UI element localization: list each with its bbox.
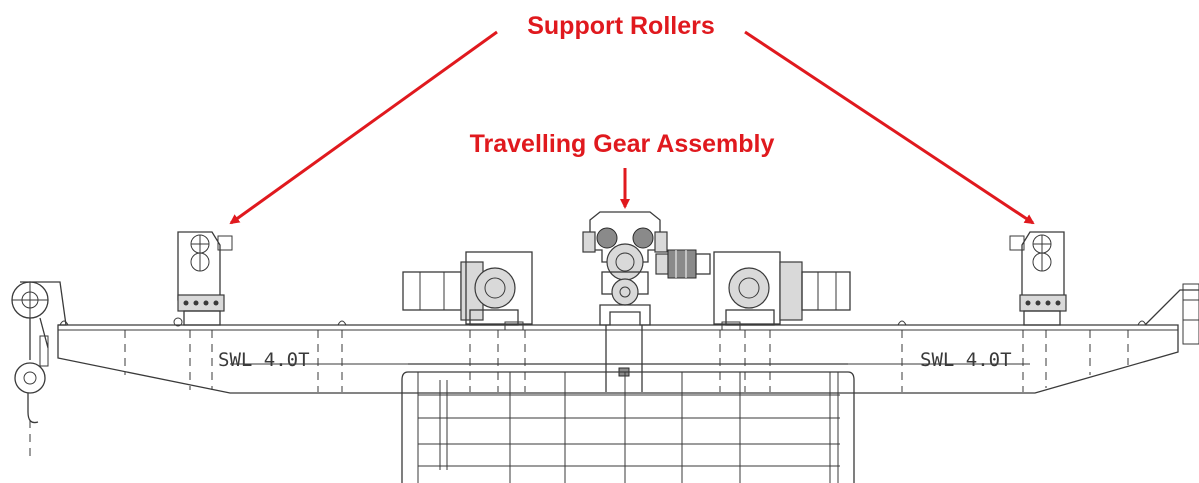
swl-label-right: SWL 4.0T [920, 349, 1012, 371]
support-rollers-label: Support Rollers [527, 12, 715, 40]
arrow-right-roller [744, 30, 1035, 225]
main-girder [57, 324, 1179, 394]
left-support-roller [173, 231, 233, 327]
right-end-assembly [1144, 283, 1199, 345]
lower-trolley-frame [230, 363, 1030, 483]
right-support-roller [1009, 231, 1067, 326]
left-end-assembly [11, 281, 67, 460]
arrow-left-roller [229, 30, 498, 225]
annotations: Support Rollers Travelling Gear Assembly [229, 12, 1035, 225]
travelling-gear-label: Travelling Gear Assembly [470, 130, 775, 158]
girder-tabs [59, 320, 1147, 326]
left-gear-motor [402, 251, 533, 331]
swl-label-left: SWL 4.0T [218, 349, 310, 371]
right-gear-motor [713, 251, 851, 331]
travelling-gear-assembly [582, 211, 711, 392]
